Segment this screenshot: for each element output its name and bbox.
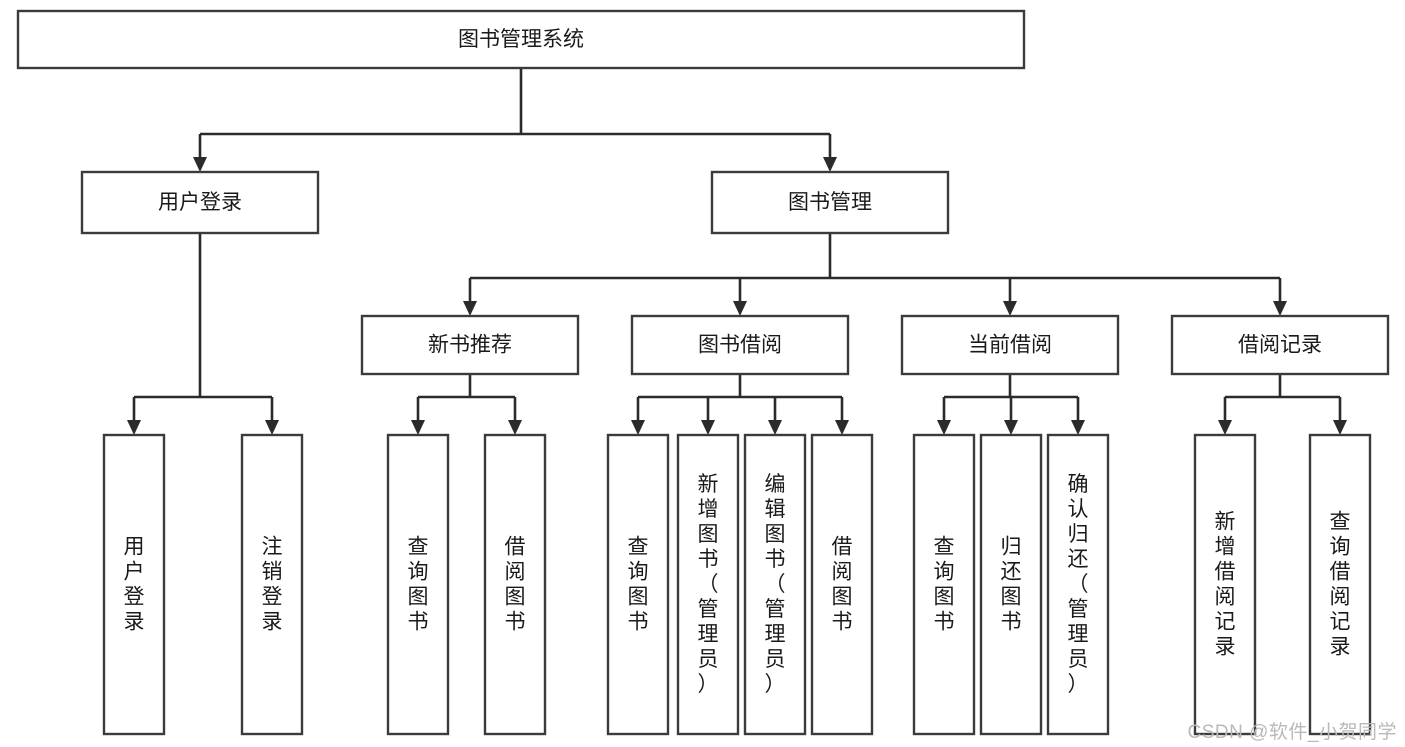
node-box[interactable]	[630, 314, 850, 376]
node-root[interactable]: 图书管理系统	[16, 9, 1026, 70]
arrow-head-icon	[1273, 301, 1287, 316]
node-box[interactable]	[810, 433, 874, 736]
node-l3b[interactable]: 图书借阅	[630, 314, 850, 376]
connector-group	[127, 233, 279, 435]
node-label: 查询图书	[628, 536, 649, 634]
node-box[interactable]	[912, 433, 976, 736]
arrow-head-icon	[127, 420, 141, 435]
connector-group	[193, 68, 837, 172]
node-label: 查询图书	[934, 536, 955, 634]
arrow-head-icon	[701, 420, 715, 435]
node-label: 新书推荐	[428, 334, 512, 357]
arrow-head-icon	[1071, 420, 1085, 435]
node-f1[interactable]: 用户登录	[102, 433, 166, 736]
node-box[interactable]	[1170, 314, 1390, 376]
node-box[interactable]	[710, 170, 950, 235]
arrow-head-icon	[193, 157, 207, 172]
node-label: 新增借阅记录	[1215, 511, 1236, 659]
node-box[interactable]	[102, 433, 166, 736]
node-label: 图书管理	[788, 191, 872, 214]
node-f2[interactable]: 注销登录	[240, 433, 304, 736]
node-f5[interactable]: 查询图书	[606, 433, 670, 736]
connector-group	[631, 374, 849, 435]
node-l3a[interactable]: 新书推荐	[360, 314, 580, 376]
node-label: 确认归还（管理员）	[1068, 473, 1089, 696]
node-label: 图书借阅	[698, 334, 782, 357]
node-label: 借阅图书	[832, 536, 853, 634]
node-label: 借阅记录	[1238, 334, 1322, 357]
connector-group	[1218, 374, 1347, 435]
arrow-head-icon	[835, 420, 849, 435]
node-l2b[interactable]: 图书管理	[710, 170, 950, 235]
node-f7[interactable]: 编辑图书（管理员）	[743, 433, 807, 736]
node-f13[interactable]: 查询借阅记录	[1308, 433, 1372, 736]
arrow-head-icon	[768, 420, 782, 435]
node-label: 用户登录	[124, 536, 145, 634]
arrow-head-icon	[733, 301, 747, 316]
node-f6[interactable]: 新增图书（管理员）	[676, 433, 740, 736]
node-box[interactable]	[1046, 433, 1110, 736]
arrow-head-icon	[1003, 301, 1017, 316]
arrow-head-icon	[1004, 420, 1018, 435]
node-label: 图书管理系统	[458, 28, 584, 51]
node-box[interactable]	[1193, 433, 1257, 736]
node-box[interactable]	[80, 170, 320, 235]
arrow-head-icon	[411, 420, 425, 435]
node-label: 归还图书	[1001, 536, 1022, 634]
connector-group	[937, 374, 1085, 435]
connector-group	[463, 233, 1287, 316]
arrow-head-icon	[508, 420, 522, 435]
node-f8[interactable]: 借阅图书	[810, 433, 874, 736]
node-box[interactable]	[900, 314, 1120, 376]
node-label: 用户登录	[158, 191, 242, 214]
node-box[interactable]	[979, 433, 1043, 736]
node-label: 编辑图书（管理员）	[765, 473, 786, 696]
node-box[interactable]	[1308, 433, 1372, 736]
connector-group	[411, 374, 522, 435]
node-label: 查询图书	[408, 536, 429, 634]
arrow-head-icon	[265, 420, 279, 435]
arrow-head-icon	[823, 157, 837, 172]
arrow-head-icon	[1333, 420, 1347, 435]
node-box[interactable]	[386, 433, 450, 736]
arrow-head-icon	[463, 301, 477, 316]
node-box[interactable]	[240, 433, 304, 736]
node-label: 注销登录	[262, 536, 283, 634]
node-label: 新增图书（管理员）	[698, 473, 719, 696]
connector-layer	[127, 68, 1347, 435]
node-label: 当前借阅	[968, 334, 1052, 357]
node-f9[interactable]: 查询图书	[912, 433, 976, 736]
arrow-head-icon	[631, 420, 645, 435]
node-layer: 图书管理系统用户登录图书管理新书推荐图书借阅当前借阅借阅记录用户登录注销登录查询…	[16, 9, 1390, 736]
node-f3[interactable]: 查询图书	[386, 433, 450, 736]
node-label: 借阅图书	[505, 536, 526, 634]
arrow-head-icon	[937, 420, 951, 435]
node-label: 查询借阅记录	[1330, 511, 1351, 659]
node-l3d[interactable]: 借阅记录	[1170, 314, 1390, 376]
node-f11[interactable]: 确认归还（管理员）	[1046, 433, 1110, 736]
node-l3c[interactable]: 当前借阅	[900, 314, 1120, 376]
node-box[interactable]	[676, 433, 740, 736]
node-box[interactable]	[606, 433, 670, 736]
node-l2a[interactable]: 用户登录	[80, 170, 320, 235]
node-f4[interactable]: 借阅图书	[483, 433, 547, 736]
node-box[interactable]	[483, 433, 547, 736]
node-f10[interactable]: 归还图书	[979, 433, 1043, 736]
node-f12[interactable]: 新增借阅记录	[1193, 433, 1257, 736]
node-box[interactable]	[360, 314, 580, 376]
node-box[interactable]	[16, 9, 1026, 70]
arrow-head-icon	[1218, 420, 1232, 435]
node-box[interactable]	[743, 433, 807, 736]
